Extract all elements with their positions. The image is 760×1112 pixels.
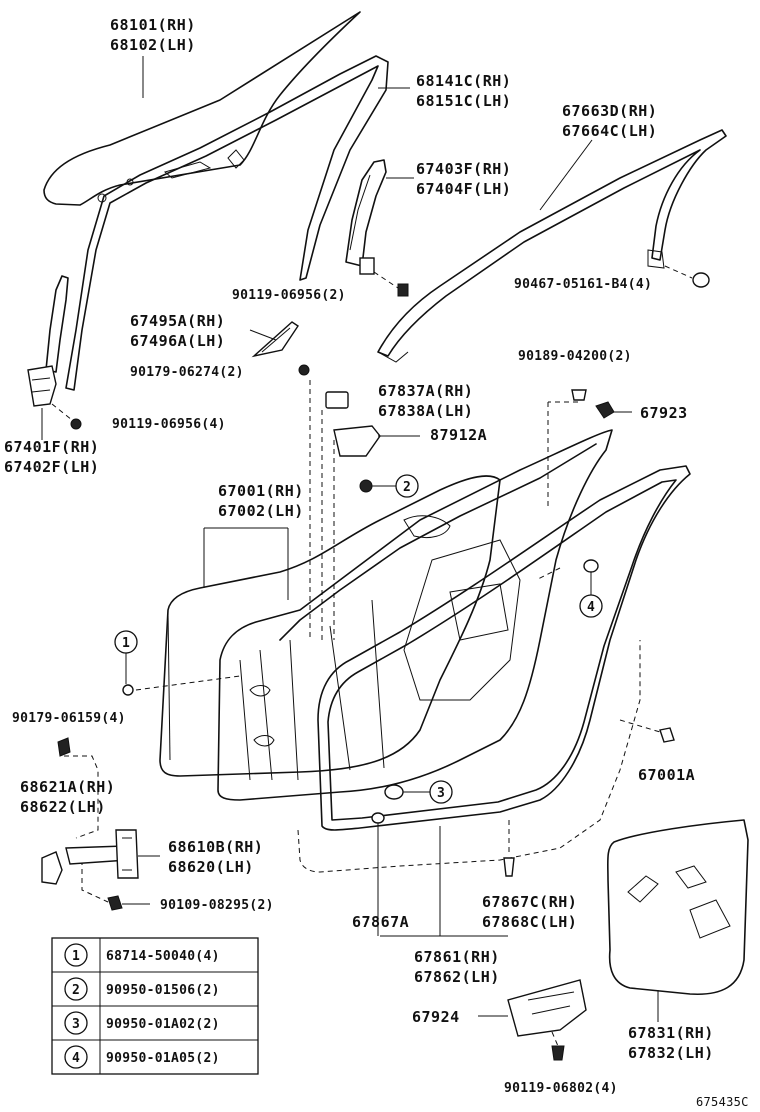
nut-icon — [298, 364, 310, 376]
legend-table: 1 68714-50040(4) 2 90950-01506(2) 3 9095… — [51, 937, 259, 1075]
label-pad-rh: 67837A(RH) — [378, 382, 473, 400]
label-weatherstrip-rh: 67861(RH) — [414, 948, 500, 966]
svg-text:90950-01A05(2): 90950-01A05(2) — [106, 1051, 220, 1066]
door-check — [41, 829, 139, 885]
outer-molding — [377, 129, 727, 363]
label-clip-90467: 90467-05161-B4(4) — [514, 277, 652, 292]
label-plug: 67001A — [638, 766, 695, 784]
label-run-channel-lh: 68151C(LH) — [416, 92, 511, 110]
bracket-icon — [333, 425, 381, 457]
label-run-channel-rh: 68141C(RH) — [416, 72, 511, 90]
label-pad-lh: 67838A(LH) — [378, 402, 473, 420]
clip-icon — [571, 389, 587, 401]
svg-text:1: 1 — [72, 949, 80, 964]
svg-text:3: 3 — [437, 786, 445, 801]
rear-sash — [345, 159, 387, 275]
label-cover-hole-rh: 67831(RH) — [628, 1024, 714, 1042]
callout-2: 2 — [395, 474, 419, 498]
run-channel — [65, 55, 389, 391]
door-inner-frame — [217, 429, 613, 801]
svg-text:90950-01506(2): 90950-01506(2) — [106, 983, 220, 998]
label-bracket-87912: 87912A — [430, 426, 487, 444]
label-glass-rh: 68101(RH) — [110, 16, 196, 34]
label-bolt-90179: 90179-06159(4) — [12, 711, 126, 726]
weatherstrip — [317, 465, 691, 831]
bolt-icon — [70, 418, 82, 430]
label-molding-lh: 67664C(LH) — [562, 122, 657, 140]
door-outer-panel — [159, 475, 501, 777]
legend-row: 2 90950-01506(2) — [64, 977, 220, 1001]
screw-icon — [551, 1045, 565, 1061]
legend-row: 3 90950-01A02(2) — [64, 1011, 220, 1035]
svg-text:90950-01A02(2): 90950-01A02(2) — [106, 1017, 220, 1032]
label-clip-67867a: 67867A — [352, 913, 409, 931]
reference-lines — [64, 380, 661, 903]
label-sash-lh: 67404F(LH) — [416, 180, 511, 198]
callout-3: 3 — [384, 780, 453, 804]
front-sash — [27, 275, 82, 430]
label-check-lh: 68622(LH) — [20, 798, 106, 816]
label-screw-90119-06802: 90119-06802(4) — [504, 1081, 618, 1096]
door-glass — [43, 11, 361, 206]
callout-4: 4 — [579, 559, 603, 618]
label-cover-rh: 67495A(RH) — [130, 312, 225, 330]
svg-text:4: 4 — [587, 600, 595, 615]
label-clip-67867c-lh: 67868C(LH) — [482, 913, 577, 931]
label-sash-rh: 67403F(RH) — [416, 160, 511, 178]
svg-text:4: 4 — [72, 1051, 80, 1066]
label-nut: 90179-06274(2) — [130, 365, 244, 380]
callout-1: 1 — [114, 630, 138, 684]
label-hinge-rh: 68610B(RH) — [168, 838, 263, 856]
label-screw-2: 90119-06956(2) — [232, 288, 346, 303]
label-molding-rh: 67663D(RH) — [562, 102, 657, 120]
screw-icon — [373, 271, 409, 297]
bolt-icon — [107, 895, 123, 911]
label-sash-front-lh: 67402F(LH) — [4, 458, 99, 476]
svg-text:3: 3 — [72, 1017, 80, 1032]
clip-icon — [503, 857, 515, 877]
label-cover-hole-lh: 67832(LH) — [628, 1044, 714, 1062]
label-door-rh: 67001(RH) — [218, 482, 304, 500]
label-bracket-67924: 67924 — [412, 1008, 460, 1026]
label-screw-4: 90119-06956(4) — [112, 417, 226, 432]
part-labels: 68101(RH) 68102(LH) 68141C(RH) 68151C(LH… — [4, 16, 749, 1109]
svg-text:68714-50040(4): 68714-50040(4) — [106, 949, 220, 964]
label-clip-90189: 90189-04200(2) — [518, 349, 632, 364]
diagram-code: 675435C — [696, 1095, 749, 1109]
label-door-lh: 67002(LH) — [218, 502, 304, 520]
pad-icon — [325, 391, 349, 409]
clip-icon — [371, 812, 385, 824]
label-cushion: 67923 — [640, 404, 688, 422]
legend-row: 4 90950-01A05(2) — [64, 1045, 220, 1069]
label-bolt-90109: 90109-08295(2) — [160, 898, 274, 913]
label-cover-lh: 67496A(LH) — [130, 332, 225, 350]
label-weatherstrip-lh: 67862(LH) — [414, 968, 500, 986]
label-hinge-lh: 68620(LH) — [168, 858, 254, 876]
clip-icon — [692, 272, 710, 288]
svg-text:2: 2 — [72, 983, 80, 998]
svg-text:2: 2 — [403, 480, 411, 495]
svg-text:1: 1 — [122, 636, 130, 651]
label-glass-lh: 68102(LH) — [110, 36, 196, 54]
label-clip-67867c-rh: 67867C(RH) — [482, 893, 577, 911]
bracket — [507, 979, 587, 1037]
plug-icon — [659, 727, 675, 743]
legend-row: 1 68714-50040(4) — [64, 943, 220, 967]
label-sash-front-rh: 67401F(RH) — [4, 438, 99, 456]
bolt-icon — [122, 684, 134, 696]
label-check-rh: 68621A(RH) — [20, 778, 115, 796]
mirror-cover — [251, 321, 299, 358]
service-hole-cover — [606, 819, 749, 996]
